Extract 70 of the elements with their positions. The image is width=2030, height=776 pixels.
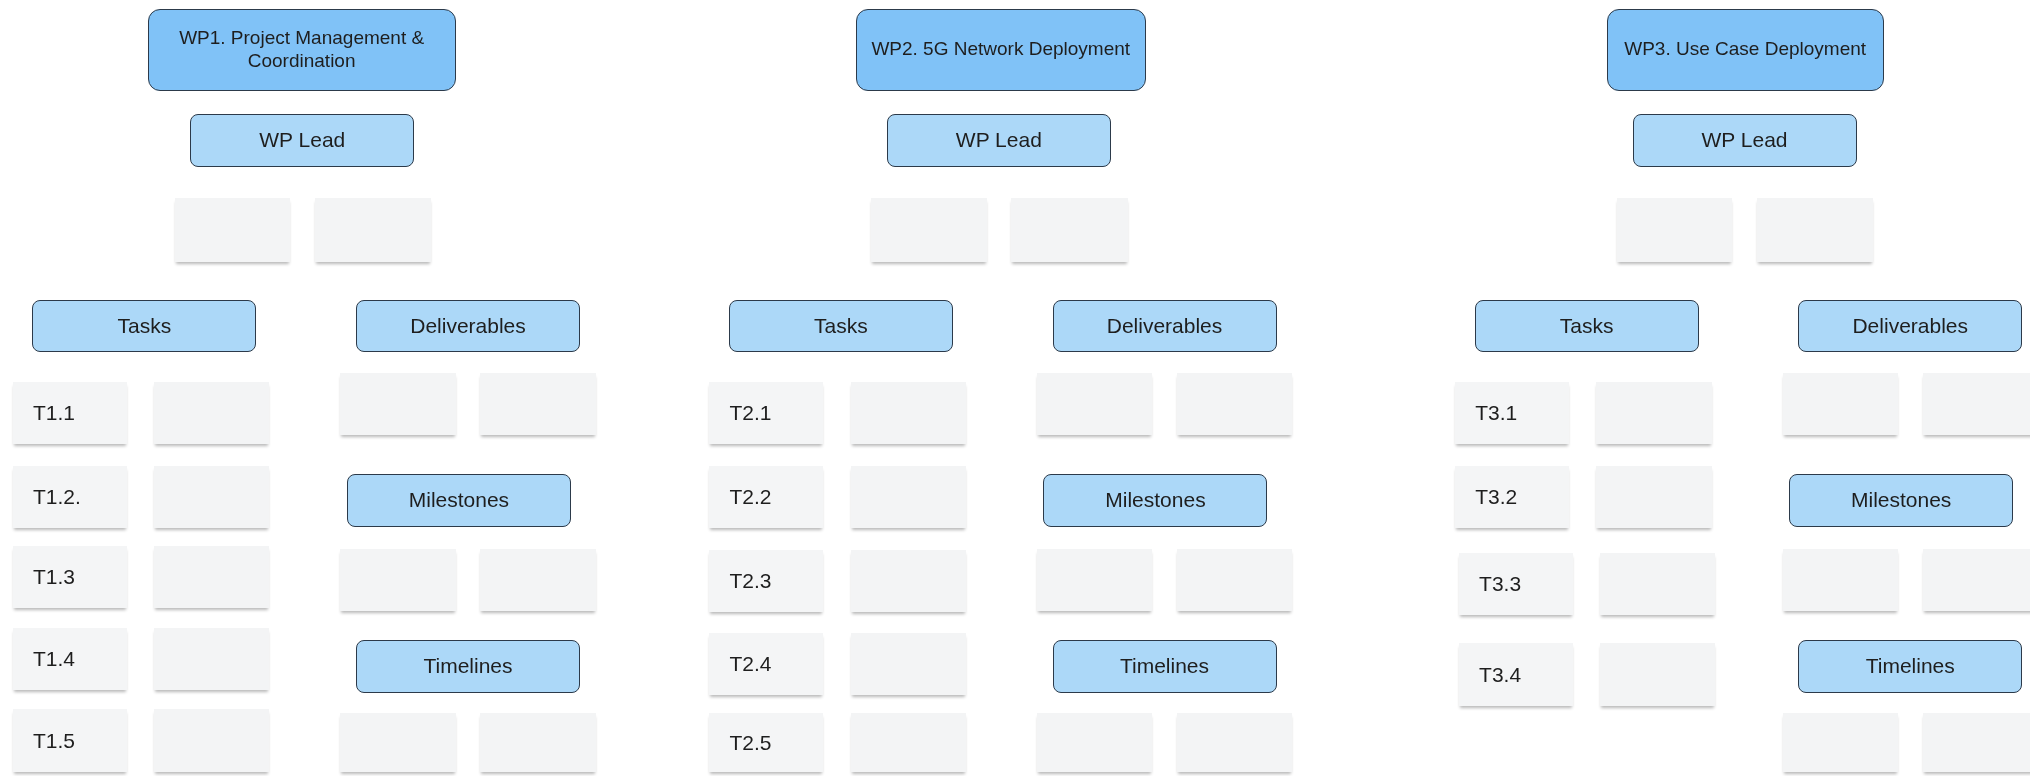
work-package-box: WP1. Project Management & Coordination <box>147 9 456 91</box>
sticky-note: T1.2. <box>12 466 127 529</box>
section-header-box: Timelines <box>356 639 580 693</box>
sticky-note: T1.3 <box>12 546 127 609</box>
sticky-note <box>314 198 432 262</box>
sticky-note <box>850 466 966 529</box>
section-header-box: WP Lead <box>886 113 1111 167</box>
sticky-note: T3.1 <box>1455 381 1570 445</box>
sticky-note <box>154 709 270 772</box>
sticky-note <box>1782 713 1898 772</box>
sticky-note <box>1176 548 1293 612</box>
sticky-note <box>174 198 290 262</box>
sticky-note: T2.5 <box>709 713 824 772</box>
sticky-note <box>1600 643 1716 706</box>
section-header-box: Deliverables <box>356 300 580 353</box>
sticky-note <box>480 372 596 435</box>
sticky-note <box>154 381 270 445</box>
sticky-note <box>1782 372 1898 435</box>
section-header-box: Deliverables <box>1798 300 2023 353</box>
sticky-note <box>154 627 270 691</box>
sticky-note: T3.4 <box>1459 643 1573 706</box>
sticky-note: T3.3 <box>1459 552 1573 615</box>
section-header-box: Tasks <box>728 300 953 353</box>
sticky-note <box>340 548 456 612</box>
work-package-box: WP2. 5G Network Deployment <box>855 9 1146 91</box>
sticky-note <box>1037 713 1153 772</box>
section-header-box: WP Lead <box>190 113 415 167</box>
sticky-note <box>871 198 987 262</box>
sticky-note: T1.4 <box>12 627 127 691</box>
sticky-note <box>850 713 966 772</box>
sticky-note: T3.2 <box>1455 466 1570 529</box>
sticky-note <box>1782 548 1898 612</box>
section-header-box: Tasks <box>1474 300 1699 353</box>
section-header-box: WP Lead <box>1632 113 1857 167</box>
sticky-note <box>850 550 966 613</box>
sticky-note <box>1600 552 1716 615</box>
sticky-note <box>850 633 966 696</box>
sticky-note: T1.1 <box>12 381 127 445</box>
sticky-note <box>340 372 456 435</box>
sticky-note <box>480 548 596 612</box>
sticky-note <box>1011 198 1128 262</box>
sticky-note <box>154 546 270 609</box>
sticky-note <box>1922 372 2030 435</box>
sticky-note <box>1617 198 1733 262</box>
sticky-note <box>1037 548 1153 612</box>
sticky-note <box>850 381 966 445</box>
section-header-box: Timelines <box>1798 639 2023 693</box>
sticky-note: T2.2 <box>709 466 824 529</box>
sticky-note <box>1176 713 1293 772</box>
work-package-box: WP3. Use Case Deployment <box>1606 9 1884 91</box>
sticky-note <box>154 466 270 529</box>
sticky-note <box>1176 372 1293 435</box>
sticky-note <box>1922 548 2030 612</box>
section-header-box: Milestones <box>346 473 571 527</box>
sticky-note <box>1922 713 2030 772</box>
section-header-box: Timelines <box>1052 639 1277 693</box>
sticky-note: T2.3 <box>709 550 824 613</box>
sticky-note <box>1037 372 1153 435</box>
sticky-note <box>1756 198 1874 262</box>
sticky-note: T2.4 <box>709 633 824 696</box>
sticky-note <box>1596 466 1712 529</box>
sticky-note <box>340 713 456 772</box>
sticky-note: T1.5 <box>12 709 127 772</box>
sticky-note <box>1596 381 1712 445</box>
section-header-box: Deliverables <box>1052 300 1277 353</box>
section-header-box: Milestones <box>1043 473 1268 527</box>
sticky-note: T2.1 <box>709 381 824 445</box>
section-header-box: Tasks <box>32 300 257 353</box>
section-header-box: Milestones <box>1789 473 2014 527</box>
sticky-note <box>480 713 596 772</box>
